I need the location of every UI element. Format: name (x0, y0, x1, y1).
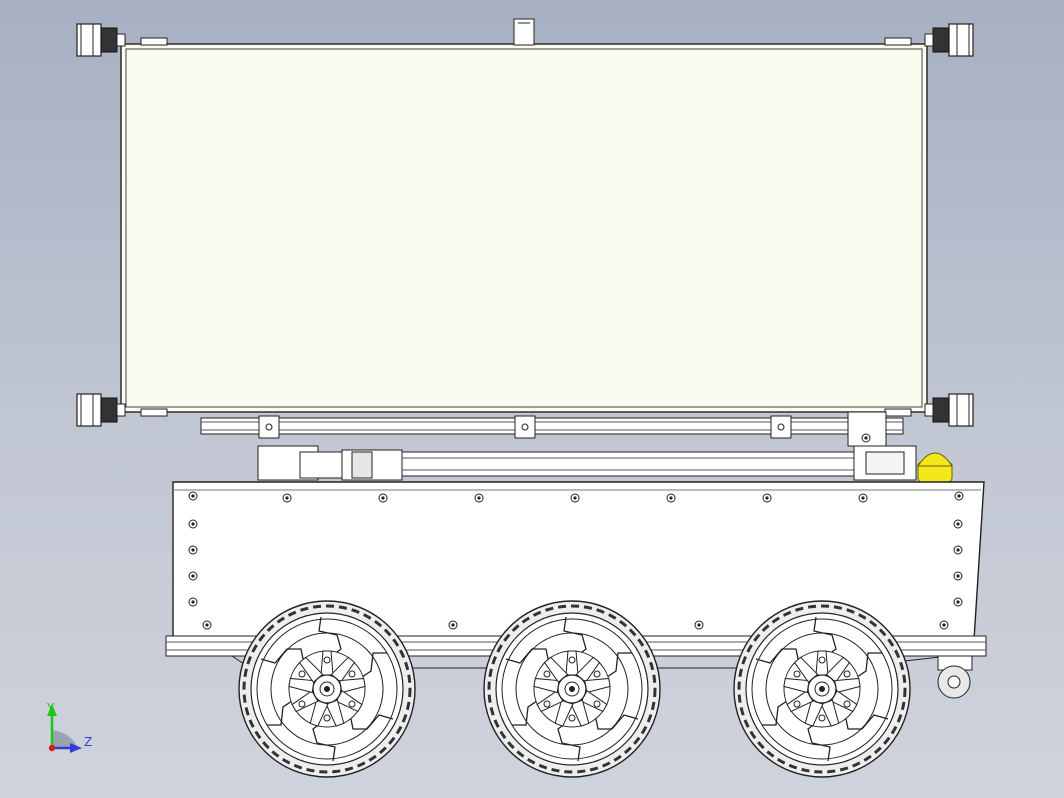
corner-motor-top-right (924, 23, 974, 57)
axis-z-label: Z (84, 735, 92, 749)
wheel-front (237, 599, 417, 779)
rear-caster (937, 655, 973, 699)
wheel-rear (732, 599, 912, 779)
warning-light (917, 452, 953, 483)
corner-motor-bottom-left (76, 393, 126, 427)
corner-motor-bottom-right (924, 393, 974, 427)
actuator (257, 445, 917, 481)
linear-rail (200, 411, 904, 447)
coordinate-triad: Y Z (46, 701, 92, 753)
corner-motor-top-left (76, 23, 126, 57)
axis-y-label: Y (46, 701, 55, 715)
upper-panel (120, 18, 928, 417)
wheel-middle (482, 599, 662, 779)
